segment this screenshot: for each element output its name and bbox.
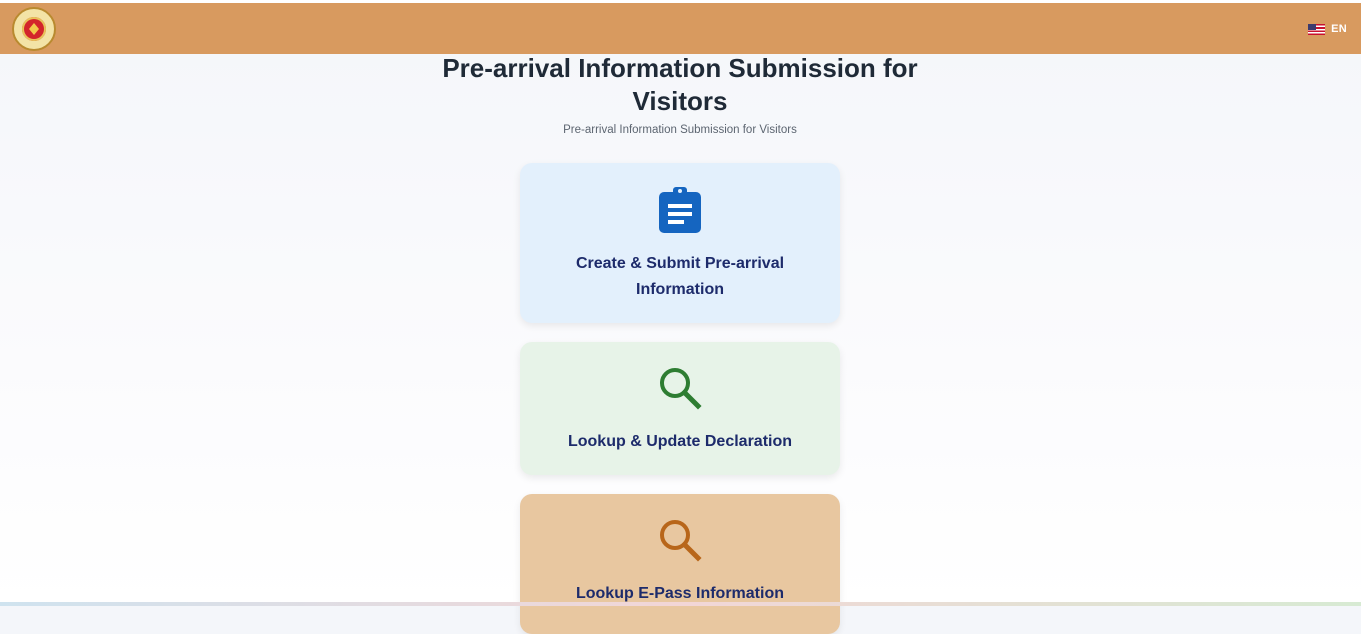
lookup-update-label: Lookup & Update Declaration: [567, 433, 793, 450]
us-flag-icon: [1308, 23, 1326, 35]
lookup-epass-label: Lookup E-Pass Information: [575, 585, 784, 602]
bottom-border: [0, 602, 1361, 606]
lookup-update-card[interactable]: Lookup & Update Declaration: [520, 342, 840, 475]
create-submit-label: Create & Submit Pre-arrival Information: [575, 255, 785, 298]
page-subtitle: Pre-arrival Information Submission for V…: [563, 124, 797, 136]
app-header: EN: [0, 3, 1361, 54]
seal-emblem: [29, 23, 39, 35]
language-code: EN: [1331, 23, 1347, 35]
search-icon: [660, 368, 702, 410]
seal-logo-icon[interactable]: [12, 7, 56, 51]
clipboard-icon: [659, 187, 701, 233]
page-title: Pre-arrival Information Submission for V…: [442, 53, 918, 116]
top-border: [0, 0, 1361, 3]
create-submit-card[interactable]: Create & Submit Pre-arrival Information: [520, 163, 840, 323]
search-icon: [660, 520, 702, 562]
lookup-epass-card[interactable]: Lookup E-Pass Information: [520, 494, 840, 634]
language-selector[interactable]: EN: [1308, 21, 1347, 37]
